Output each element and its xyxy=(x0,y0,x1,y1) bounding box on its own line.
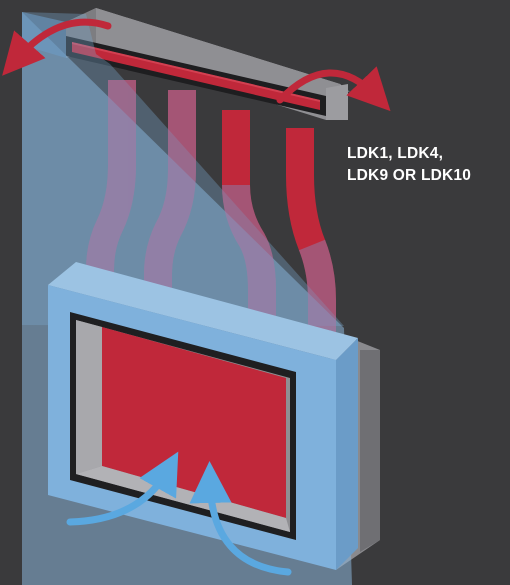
callout-line-2: LDK9 OR LDK10 xyxy=(347,165,507,187)
model-callout-label: LDK1, LDK4, LDK9 OR LDK10 xyxy=(347,143,507,187)
callout-line-1: LDK1, LDK4, xyxy=(347,143,507,165)
